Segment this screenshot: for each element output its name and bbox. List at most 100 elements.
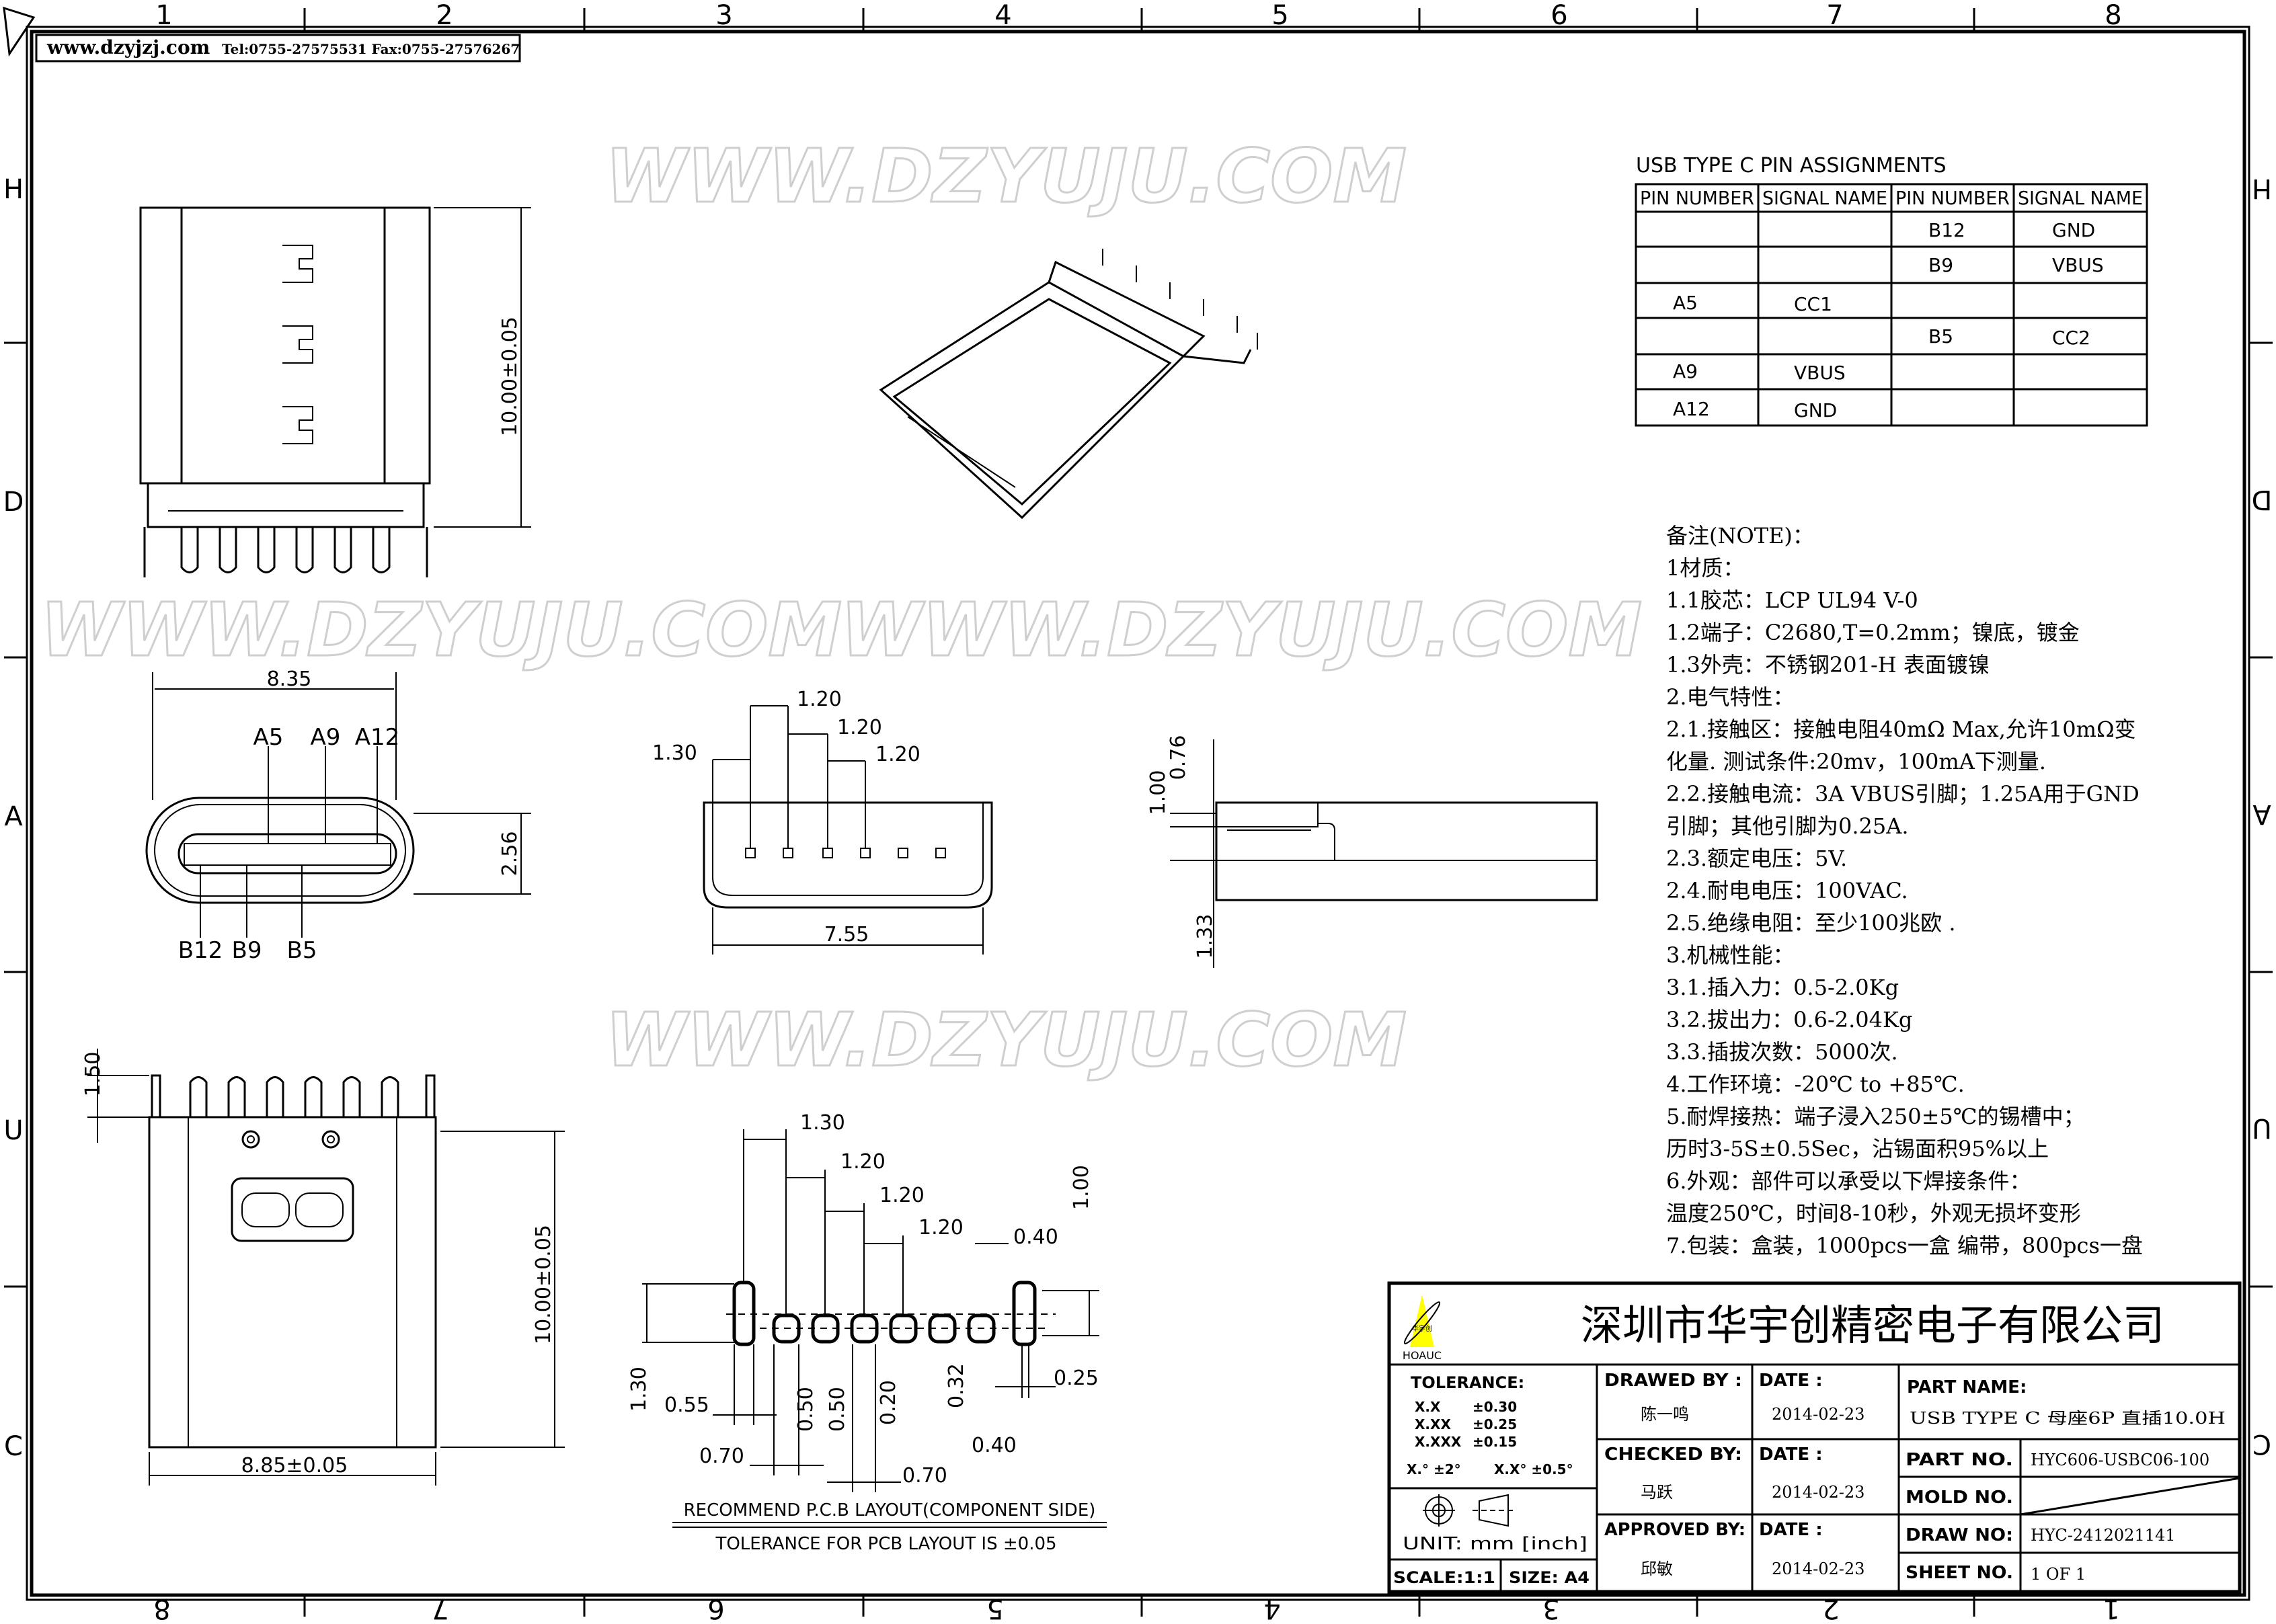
pin-table-cell: A9: [1673, 360, 1698, 382]
angle-tolerance: X.X° ±0.5°: [1494, 1461, 1573, 1477]
sheet-frame: 1 2 3 4 5 6 7 8 1 2 3 4 5 6 7 8 H D A U …: [3, 0, 2273, 1624]
pcb-dim: 0.40: [1013, 1225, 1058, 1249]
drawn-by: 陈一鸣: [1641, 1405, 1689, 1424]
date-label: DATE :: [1759, 1520, 1823, 1540]
approved-by-label: APPROVED BY:: [1604, 1520, 1745, 1540]
side-dim: 0.76: [1167, 735, 1190, 780]
zone-top-6: 6: [1551, 0, 1567, 31]
zone-bottom-4: 4: [1263, 1593, 1280, 1624]
pcb-dim: 0.50: [826, 1387, 849, 1432]
zone-bottom-8: 8: [153, 1593, 170, 1624]
note-line: 2.1.接触区：接触电阻40mΩ Max,允许10mΩ变: [1666, 717, 2136, 742]
zone-right-u: U: [2252, 1112, 2271, 1143]
bottom-height-dim: 10.00±0.05: [532, 1225, 555, 1344]
pin-table-cell: GND: [2052, 219, 2095, 241]
watermark-text: WWW.DZYUJU.COM: [840, 587, 1642, 673]
note-line: 1.3外壳：不锈钢201-H 表面镀镍: [1666, 652, 1990, 678]
website-text: www.dzyjzj.com: [46, 36, 210, 58]
zone-right-d: D: [2252, 484, 2273, 515]
pin-table-header: SIGNAL NAME: [2018, 187, 2143, 209]
approved-by: 邱敏: [1641, 1559, 1673, 1578]
note-line: 4.工作环境：-20℃ to +85℃.: [1666, 1071, 1965, 1097]
part-name-label: PART NAME:: [1907, 1377, 2027, 1397]
note-line: 2.电气特性：: [1666, 684, 1795, 710]
drawn-date: 2014-02-23: [1772, 1405, 1865, 1424]
zone-top-7: 7: [1826, 0, 1843, 31]
zone-right-a: A: [2252, 799, 2271, 829]
watermark-text: WWW.DZYUJU.COM: [40, 587, 842, 673]
zone-top-8: 8: [2105, 0, 2121, 31]
notes: 备注(NOTE)： 1材质： 1.1胶芯：LCP UL94 V-0 1.2端子：…: [1666, 523, 2143, 1258]
note-line: 1.1胶芯：LCP UL94 V-0: [1666, 587, 1918, 613]
pcb-dim: 0.50: [794, 1387, 818, 1432]
pin-table-cell: VBUS: [1794, 362, 1846, 384]
zone-top-4: 4: [994, 0, 1011, 31]
zone-bottom-3: 3: [1542, 1593, 1559, 1624]
pin-table-cell: GND: [1794, 399, 1837, 421]
note-line: 2.4.耐电电压：100VAC.: [1666, 878, 1908, 903]
pin-table-cell: B9: [1928, 254, 1953, 276]
zone-bottom-2: 2: [1822, 1593, 1839, 1624]
drawn-by-label: DRAWED BY :: [1604, 1371, 1742, 1391]
pin-pitch-dim: 1.20: [875, 743, 920, 766]
angle-tolerance: X.° ±2°: [1407, 1461, 1461, 1477]
pin-table-cell: A12: [1673, 398, 1710, 420]
tolerance-value: ±0.15: [1473, 1434, 1517, 1450]
watermarks: WWW.DZYUJU.COM WWW.DZYUJU.COM WWW.DZYUJU…: [40, 132, 1643, 1084]
front-width-dim: 8.35: [267, 667, 312, 691]
watermark-text: WWW.DZYUJU.COM: [605, 133, 1407, 219]
front-view: 8.35 A5 A9 A12 B12 B9 B5 2.56: [145, 667, 531, 964]
pin-pitch-dim: 1.20: [837, 716, 882, 739]
part-name: USB TYPE C 母座6P 直插10.0H: [1910, 1409, 2226, 1428]
checked-by-label: CHECKED BY:: [1604, 1445, 1742, 1465]
note-line: 6.外观：部件可以承受以下焊接条件：: [1666, 1168, 2031, 1194]
pin-label-b12: B12: [178, 937, 223, 964]
note-line: 3.2.拔出力：0.6-2.04Kg: [1666, 1007, 1912, 1032]
note-line: 1.2端子：C2680,T=0.2mm；镍底，镀金: [1666, 620, 2080, 645]
pcb-dim: 1.20: [840, 1150, 886, 1174]
pcb-dim: 0.25: [1054, 1367, 1099, 1390]
pin-table-cell: A5: [1673, 292, 1698, 314]
side-view: 0.76 1.00 1.33: [1146, 735, 1598, 968]
note-line: 备注(NOTE)：: [1666, 523, 1814, 549]
pcb-caption: RECOMMEND P.C.B LAYOUT(COMPONENT SIDE): [684, 1500, 1096, 1520]
zone-left-a: A: [4, 801, 23, 832]
zone-top-3: 3: [715, 0, 732, 31]
pin-table-cell: CC2: [2052, 327, 2090, 349]
date-label: DATE :: [1759, 1445, 1823, 1465]
sheet-no-label: SHEET NO.: [1906, 1563, 2013, 1583]
checked-by: 马跃: [1641, 1483, 1673, 1502]
pcb-tolerance: TOLERANCE FOR PCB LAYOUT IS ±0.05: [715, 1534, 1056, 1554]
mold-no-label: MOLD NO.: [1906, 1488, 2013, 1508]
side-dim: 1.00: [1146, 770, 1170, 815]
pin-table-header: PIN NUMBER: [1895, 187, 2010, 209]
front-height-dim: 2.56: [498, 831, 522, 877]
pin-table-cell: VBUS: [2052, 254, 2104, 276]
header-box: www.dzyjzj.com Tel:0755-27575531 Fax:075…: [35, 34, 521, 63]
note-line: 7.包装：盒装，1000pcs一盒 编带，800pcs一盘: [1666, 1233, 2143, 1258]
pcb-dim: 1.20: [879, 1184, 925, 1207]
zone-top-5: 5: [1271, 0, 1288, 31]
tolerance-key: X.XXX: [1415, 1434, 1462, 1450]
pcb-dim: 1.20: [918, 1216, 964, 1240]
pin-table-header: PIN NUMBER: [1640, 187, 1754, 209]
logo-cn: 华宇创: [1412, 1324, 1432, 1333]
pin-table-title: USB TYPE C PIN ASSIGNMENTS: [1636, 154, 1947, 177]
note-line: 3.机械性能：: [1666, 942, 1795, 968]
note-line: 2.2.接触电流：3A VBUS引脚；1.25A用于GND: [1666, 781, 2140, 807]
draw-no-label: DRAW NO:: [1906, 1525, 2013, 1545]
company-logo: 华宇创 HOAUC: [1403, 1295, 1442, 1362]
sheet-no: 1 OF 1: [2031, 1565, 2086, 1584]
scale-text: SCALE:1:1: [1393, 1568, 1495, 1587]
pin-pitch-dim: 1.20: [797, 688, 842, 711]
company-name: 深圳市华宇创精密电子有限公司: [1581, 1301, 2164, 1350]
note-line: 3.1.插入力：0.5-2.0Kg: [1666, 975, 1899, 1000]
tolerance-value: ±0.25: [1473, 1416, 1517, 1432]
tolerance-value: ±0.30: [1473, 1399, 1517, 1415]
zone-left-d: D: [3, 487, 24, 518]
pcb-dim: 0.32: [945, 1363, 968, 1408]
zone-right-c: C: [2252, 1428, 2271, 1459]
pcb-dim: 1.30: [627, 1367, 651, 1412]
checked-date: 2014-02-23: [1772, 1483, 1865, 1502]
note-line: 5.耐焊接热：端子浸入250±5℃的锡槽中；: [1666, 1104, 2085, 1129]
